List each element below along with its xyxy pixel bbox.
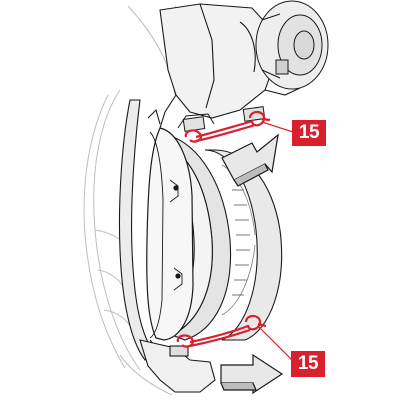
- lower-bracket: [119, 339, 216, 396]
- inner-brake-pad: [146, 127, 194, 341]
- spring-clip-top: [184, 110, 271, 143]
- arrow-icon: [220, 353, 284, 395]
- arrow-icon: [221, 133, 279, 187]
- callout-label-bottom: 15: [291, 351, 325, 377]
- callout-label-top: 15: [292, 120, 326, 146]
- spring-clip-bottom: [176, 314, 267, 348]
- wheel-hub: [255, 0, 329, 90]
- leader-lines: [257, 121, 294, 361]
- caliper-housing: [159, 3, 301, 129]
- upper-clip-seats: [177, 106, 266, 132]
